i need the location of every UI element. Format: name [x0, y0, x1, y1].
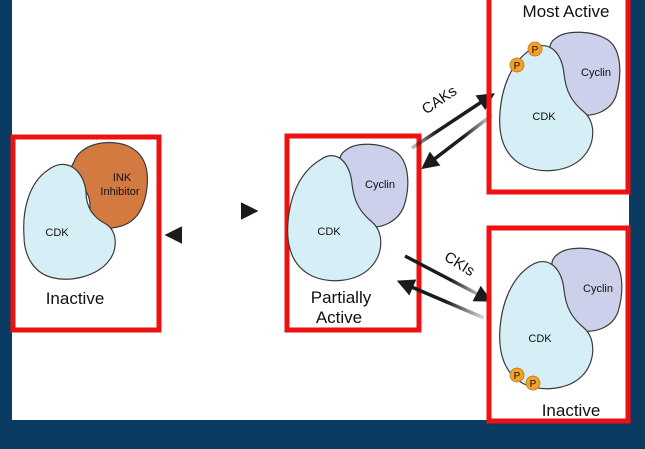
state-inactive-cki: CDK Cyclin P P Inactive — [486, 225, 631, 424]
state-caption-line2: Active — [316, 308, 362, 327]
state-caption: Inactive — [46, 289, 105, 308]
arrow-caks-activate — [411, 93, 495, 150]
phosphate-icon — [525, 375, 541, 391]
cdk-shape — [499, 45, 594, 172]
phosphate-icon — [527, 41, 543, 57]
phosphate-label: P — [514, 371, 521, 382]
cdk-label: CDK — [45, 227, 69, 239]
cdk-label: CDK — [532, 111, 556, 123]
cyclin-label: Cyclin — [365, 179, 395, 191]
arrow-ckis-inhibit — [404, 254, 493, 302]
arrow-ckis-reverse — [396, 279, 485, 320]
state-most-active: Most Active CDK Cyclin P P — [486, 0, 631, 195]
cdk-label: CDK — [317, 226, 341, 238]
phosphate-icon — [509, 57, 525, 73]
inhibitor-label-line2: Inhibitor — [100, 186, 139, 198]
cdk-shape — [499, 261, 594, 390]
arrow-caks-reverse — [421, 113, 494, 170]
phosphate-group: P P — [509, 367, 541, 391]
phosphate-icon — [509, 367, 525, 383]
cyclin-label: Cyclin — [583, 283, 613, 295]
cdk-label: CDK — [528, 333, 552, 345]
state-partially-active: CDK Cyclin Partially Active — [284, 133, 422, 333]
phosphate-group: P P — [509, 41, 543, 73]
highlight-box — [486, 225, 631, 424]
cyclin-label: Cyclin — [581, 67, 611, 79]
phosphate-label: P — [514, 61, 521, 72]
phosphate-label: P — [530, 379, 537, 390]
cdk-shape — [23, 163, 116, 280]
cdk-shape — [287, 155, 382, 282]
state-caption: Most Active — [523, 2, 610, 21]
highlight-box — [10, 134, 162, 333]
highlight-box — [284, 133, 422, 333]
state-caption-line1: Partially — [311, 288, 372, 307]
inhibitor-label-line1: INK — [113, 172, 132, 184]
state-caption: Inactive — [542, 401, 601, 420]
highlight-box — [486, 0, 631, 195]
state-inactive-ink: CDK INK Inhibitor Inactive — [10, 134, 162, 333]
phosphate-label: P — [532, 45, 539, 56]
